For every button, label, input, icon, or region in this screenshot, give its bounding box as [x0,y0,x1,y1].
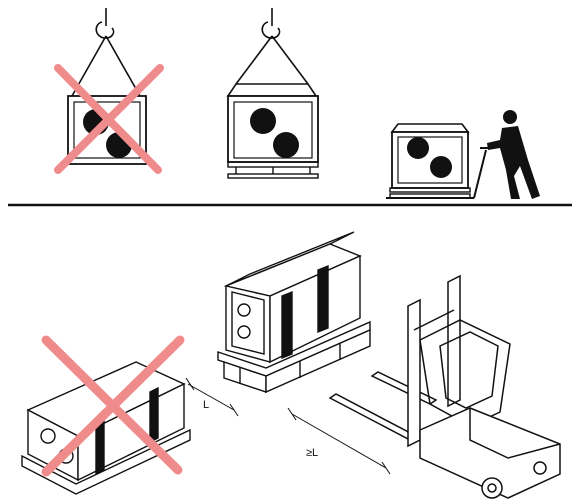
pallet-icon [390,188,470,198]
forklift-icon [330,276,560,498]
worker-icon [487,110,540,199]
fork-lower [330,394,416,440]
crate-on-pallet-wrong [22,340,190,494]
crate-on-pallet-correct [218,232,370,392]
fork-length-label: L [203,399,209,411]
dimension-l [186,378,238,416]
crate-icon [228,84,318,162]
crane-hook-icon [96,8,113,38]
lifting-sling-icon [236,36,308,84]
top-panel [8,8,572,205]
crate-icon [392,124,468,188]
scene-pallet-jack [386,110,540,199]
min-fork-length-label: ≥L [306,447,318,459]
pallet-icon [228,162,318,178]
mast [408,300,420,446]
bottom-panel: L ≥L [22,232,560,498]
scene-crane-lift-wrong [58,8,160,170]
crane-hook-icon [262,8,279,38]
scene-crane-lift-correct [228,8,318,178]
